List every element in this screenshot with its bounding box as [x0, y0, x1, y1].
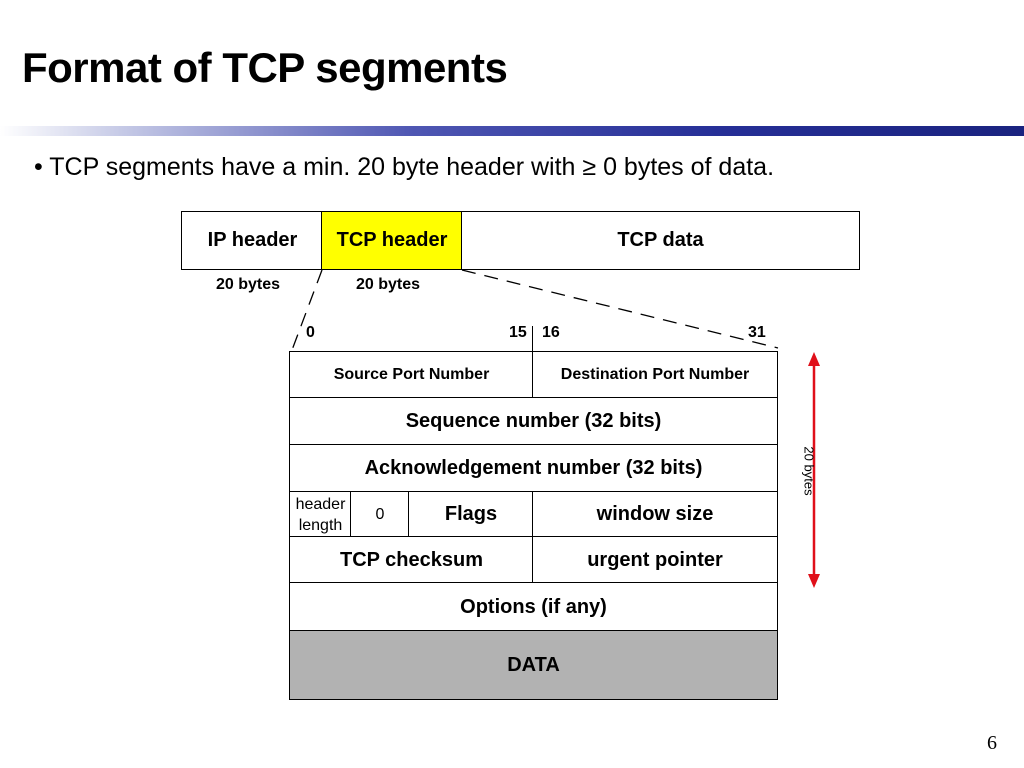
- urgent-pointer-label: urgent pointer: [587, 548, 723, 571]
- bit-label-15: 15: [509, 324, 527, 341]
- bit-tick: [532, 326, 534, 352]
- title-divider: [0, 126, 1024, 136]
- sequence-number-cell: Sequence number (32 bits): [289, 397, 778, 446]
- reserved-zero-cell: 0: [350, 491, 410, 538]
- header-length-cell: header length: [289, 491, 352, 538]
- source-port-cell: Source Port Number: [289, 351, 534, 399]
- header-length-label: header length: [295, 495, 346, 534]
- reserved-zero-label: 0: [375, 506, 385, 523]
- slide-title: Format of TCP segments: [22, 44, 508, 91]
- bit-label-16: 16: [542, 324, 560, 341]
- options-cell: Options (if any): [289, 582, 778, 632]
- size-arrow-label: 20 bytes: [801, 446, 817, 496]
- flags-cell: Flags: [408, 491, 534, 538]
- ack-number-cell: Acknowledgement number (32 bits): [289, 444, 778, 493]
- expansion-line-left: [291, 269, 323, 351]
- source-port-label: Source Port Number: [333, 366, 490, 383]
- options-label: Options (if any): [460, 595, 607, 618]
- expansion-line-right: [461, 269, 779, 349]
- sequence-number-label: Sequence number (32 bits): [405, 410, 662, 432]
- checksum-label: TCP checksum: [339, 548, 484, 571]
- dest-port-cell: Destination Port Number: [532, 351, 778, 399]
- size-arrow: [808, 352, 820, 588]
- checksum-cell: TCP checksum: [289, 536, 534, 584]
- flags-label: Flags: [444, 503, 498, 525]
- tcp-header-box: TCP header: [321, 211, 463, 270]
- tcp-header-label: TCP header: [336, 229, 448, 251]
- ip-header-box: IP header: [181, 211, 324, 270]
- tcp-size-label: 20 bytes: [356, 276, 421, 293]
- window-size-label: window size: [596, 503, 714, 525]
- size-arrow-head-bottom: [808, 574, 820, 588]
- tcp-data-label: TCP data: [617, 229, 704, 251]
- page-number: 6: [987, 732, 997, 754]
- dest-port-label: Destination Port Number: [560, 366, 750, 383]
- tcp-data-box: TCP data: [461, 211, 860, 270]
- window-size-cell: window size: [532, 491, 778, 538]
- ip-header-label: IP header: [207, 229, 298, 251]
- size-arrow-head-top: [808, 352, 820, 366]
- bit-label-31: 31: [748, 324, 766, 341]
- ip-size-label: 20 bytes: [216, 276, 281, 293]
- bullet-text: • TCP segments have a min. 20 byte heade…: [34, 153, 775, 181]
- bit-label-0: 0: [306, 324, 315, 341]
- urgent-pointer-cell: urgent pointer: [532, 536, 778, 584]
- ack-number-label: Acknowledgement number (32 bits): [364, 457, 703, 479]
- data-cell: DATA: [289, 630, 778, 700]
- data-label: DATA: [507, 653, 560, 676]
